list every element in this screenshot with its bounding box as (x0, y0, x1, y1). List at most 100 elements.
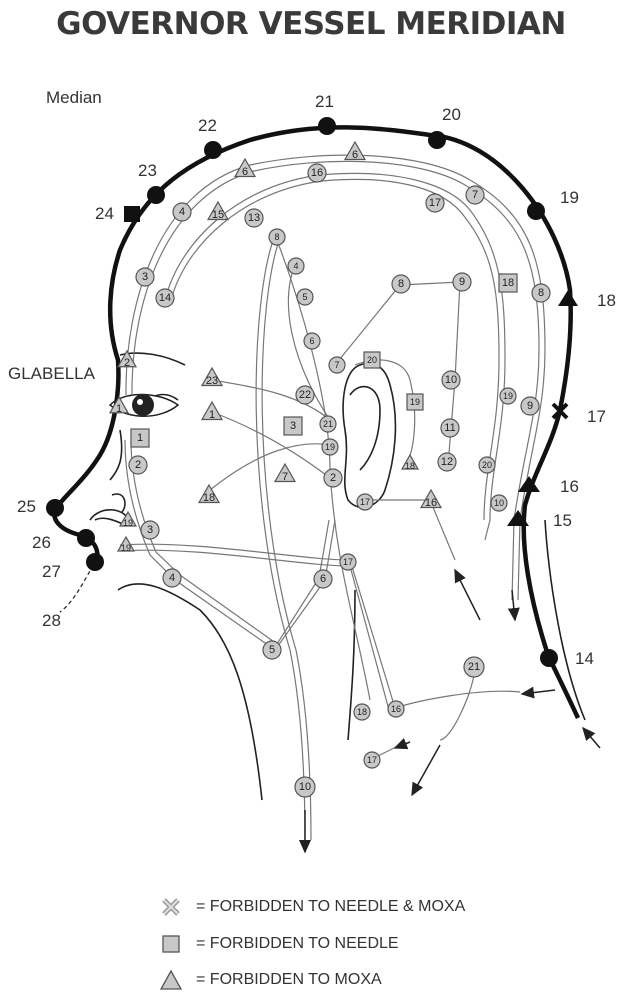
acupoint-label: 6 (320, 573, 326, 585)
gv-label-17: 17 (587, 407, 606, 426)
gv-label-28: 28 (42, 611, 61, 630)
acupoint-label: 6 (352, 149, 358, 161)
acupoint-5-29: 5 (263, 641, 281, 659)
acupoint-label: 12 (441, 456, 453, 468)
acupoint-label: 19 (123, 518, 133, 528)
acupoint-19-11: 19 (322, 439, 338, 455)
acupoint-label: 6 (242, 166, 248, 178)
acupoint-label: 23 (206, 375, 218, 387)
acupoint-label: 3 (142, 271, 148, 283)
gv-label-24: 24 (95, 204, 114, 223)
gv-label-18: 18 (597, 291, 616, 310)
acupoint-3-53: 3 (284, 417, 302, 435)
acupoint-label: 19 (121, 543, 131, 553)
acupoint-7-8: 7 (329, 357, 345, 373)
acupoint-21-35: 21 (464, 657, 484, 677)
acupoint-label: 18 (357, 707, 367, 717)
nose-mouth-lines (90, 494, 128, 520)
acupoint-17-37: 17 (357, 494, 373, 510)
acupoint-label: 8 (398, 278, 404, 290)
gv-label-21: 21 (315, 92, 334, 111)
gv-label-25: 25 (17, 497, 36, 516)
acupoint-label: 22 (299, 389, 311, 401)
acupoint-6-30: 6 (314, 570, 332, 588)
acupoint-label: 10 (299, 781, 311, 793)
acupoint-18-33: 18 (354, 704, 370, 720)
acupoint-2-26: 2 (129, 456, 147, 474)
acupoint-9-14: 9 (453, 273, 471, 291)
acupoint-17-19: 17 (426, 194, 444, 212)
acupoint-18-48: 18 (402, 455, 418, 471)
gv-label-16: 16 (560, 477, 579, 496)
acupoint-8-13: 8 (392, 275, 410, 293)
acupoint-label: 3 (147, 524, 153, 536)
acupoint-label: 19 (410, 397, 420, 407)
acupoint-label: 16 (391, 704, 401, 714)
acupoint-label: 5 (269, 644, 275, 656)
acupoint-19-23: 19 (500, 388, 516, 404)
acupoint-label: 4 (293, 261, 298, 271)
acupoint-label: 18 (502, 277, 514, 289)
acupoint-19-49: 19 (120, 512, 136, 528)
legend-row-cross: = FORBIDDEN TO NEEDLE & MOXA (158, 893, 578, 921)
acupoint-label: 10 (494, 498, 504, 508)
acupoint-10-15: 10 (442, 371, 460, 389)
gv-label-22: 22 (198, 116, 217, 135)
cross-icon (158, 894, 184, 920)
acupoint-10-25: 10 (491, 495, 507, 511)
legend-text-square: = FORBIDDEN TO NEEDLE (196, 935, 399, 953)
acupoint-11-16: 11 (441, 419, 459, 437)
acupoint-22-10: 22 (296, 386, 314, 404)
acupoint-8-4: 8 (269, 229, 285, 245)
acupoint-5-6: 5 (297, 289, 313, 305)
legend-text-cross: = FORBIDDEN TO NEEDLE & MOXA (196, 898, 465, 916)
acupoint-9-22: 9 (521, 397, 539, 415)
acupoint-label: 3 (290, 420, 296, 432)
triangle-icon (158, 967, 184, 993)
acupoint-label: 10 (445, 374, 457, 386)
glabella-label: GLABELLA (8, 364, 96, 383)
acupoint-4-5: 4 (288, 258, 304, 274)
acupoint-label: 14 (159, 292, 171, 304)
acupoint-23-41: 23 (202, 368, 222, 387)
acupoint-label: 1 (137, 432, 143, 444)
acupoint-16-32: 16 (388, 701, 404, 717)
gv-label-15: 15 (553, 511, 572, 530)
acupoint-label: 18 (203, 492, 215, 504)
legend-row-triangle: = FORBIDDEN TO MOXA (158, 966, 578, 994)
acupoint-8-21: 8 (532, 284, 550, 302)
acupoint-label: 6 (309, 336, 314, 346)
acupoint-label: 2 (135, 459, 141, 471)
acupoint-10-36: 10 (295, 777, 315, 797)
acupoint-label: 19 (325, 442, 335, 452)
acupoint-label: 4 (179, 206, 185, 218)
acupoint-7-20: 7 (466, 186, 484, 204)
acupoint-label: 9 (459, 276, 465, 288)
gv-label-20: 20 (442, 105, 461, 124)
acupoint-17-34: 17 (364, 752, 380, 768)
acupoint-label: 7 (334, 360, 339, 370)
acupoint-4-28: 4 (163, 569, 181, 587)
gv-label-19: 19 (560, 188, 579, 207)
acupoint-12-17: 12 (438, 453, 456, 471)
acupoint-label: 19 (503, 391, 513, 401)
acupoint-label: 2 (330, 472, 336, 484)
median-label: Median (46, 88, 102, 107)
acupoint-label: 16 (311, 167, 323, 179)
acupoint-14-2: 14 (156, 289, 174, 307)
gv-label-23: 23 (138, 161, 157, 180)
gv-label-26: 26 (32, 533, 51, 552)
square-icon (158, 931, 184, 957)
acupoint-label: 7 (282, 471, 288, 483)
acupoint-label: 18 (405, 461, 415, 471)
acupoint-label: 20 (482, 460, 492, 470)
acupoint-label: 13 (248, 212, 260, 224)
acupoint-label: 8 (538, 287, 544, 299)
acupoint-4-0: 4 (173, 203, 191, 221)
acupoint-6-7: 6 (304, 333, 320, 349)
acupoint-1-42: 1 (202, 402, 222, 421)
acupoint-18-55: 18 (499, 274, 517, 292)
acupoint-20-24: 20 (479, 457, 495, 473)
acupoint-16-47: 16 (421, 490, 441, 509)
acupoint-7-43: 7 (275, 464, 295, 483)
